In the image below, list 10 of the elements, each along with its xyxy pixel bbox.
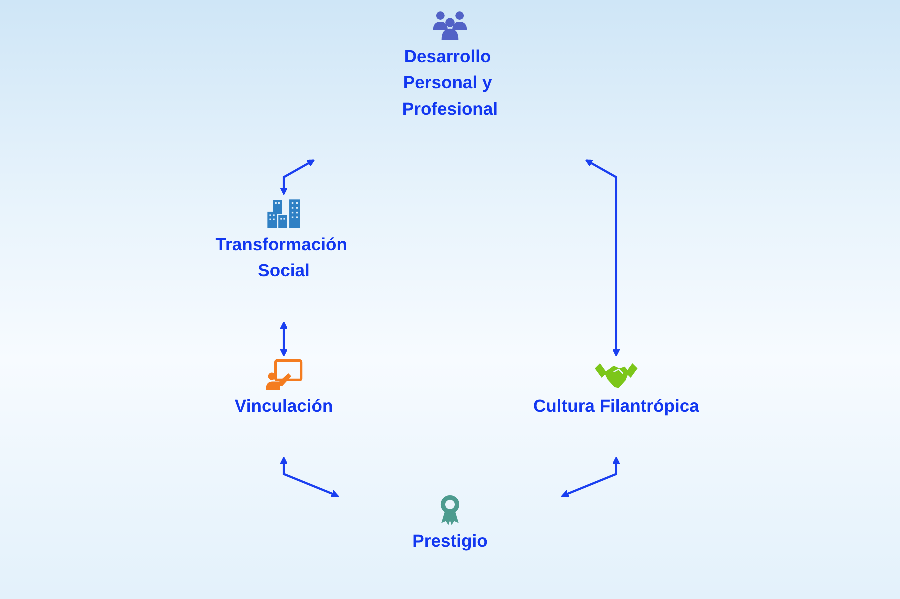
node-text: Prestigio	[412, 532, 488, 552]
node-text: Cultura Filantrópica	[533, 396, 700, 416]
arrow	[280, 160, 316, 196]
node-text: Transformación Social	[216, 235, 348, 282]
node-text: Desarrollo Personal y Profesional	[402, 47, 498, 120]
node-text: Vinculación	[234, 396, 334, 416]
arrow	[280, 456, 340, 498]
arrow	[585, 160, 620, 357]
arrow	[280, 321, 288, 357]
arrow	[561, 456, 620, 498]
